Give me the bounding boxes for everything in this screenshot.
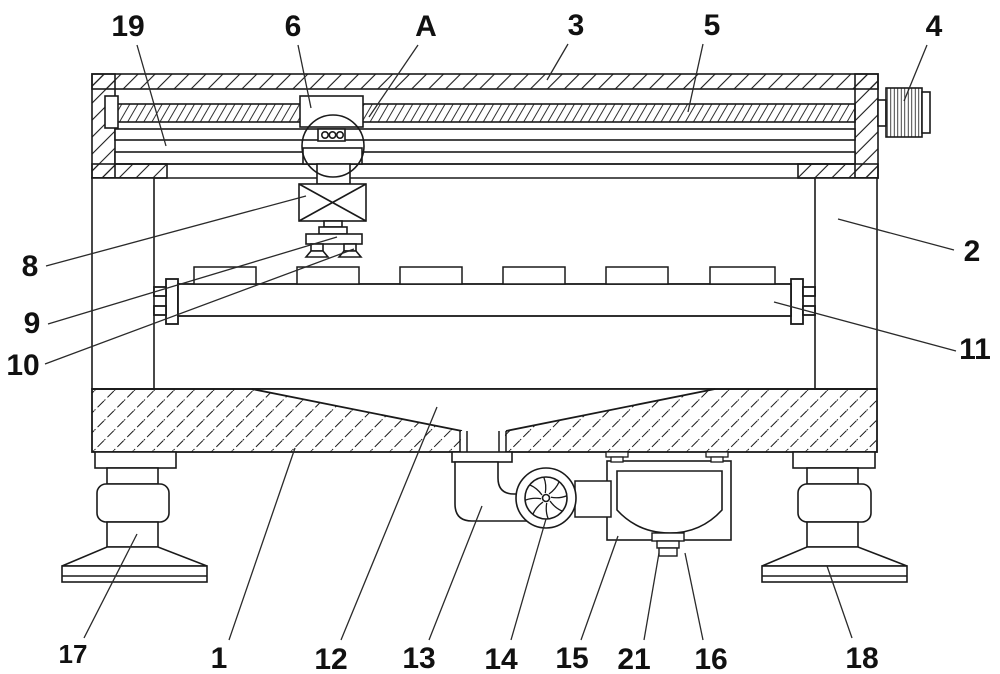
leader-8 <box>45 195 307 267</box>
label-2: 2 <box>964 235 981 268</box>
left-wall <box>91 177 155 390</box>
right-tab-1 <box>802 286 816 297</box>
top-beam <box>91 73 879 90</box>
hand-knob <box>877 87 931 138</box>
gantry-lip-right <box>797 163 879 179</box>
ball-1 <box>320 131 329 140</box>
label-21: 21 <box>617 643 650 674</box>
leader-1 <box>228 447 296 641</box>
fan-duct <box>574 480 612 518</box>
leader-14 <box>510 518 547 641</box>
housing-walls <box>91 177 878 390</box>
label-11: 11 <box>959 333 991 366</box>
discharge-valve <box>651 532 685 557</box>
part-labels: 19 6 A 3 5 4 8 9 10 2 11 17 1 12 13 14 1… <box>6 9 991 674</box>
leader-15 <box>580 535 619 641</box>
slider-assembly <box>298 95 367 258</box>
right-bracket <box>790 278 804 325</box>
leader-21 <box>643 552 660 641</box>
funnel-neck <box>459 431 507 452</box>
leader-10 <box>44 248 355 365</box>
ball-3 <box>335 131 344 140</box>
right-damper <box>797 483 872 523</box>
leader-16 <box>684 552 704 641</box>
left-foot <box>61 451 208 583</box>
leader-6 <box>297 44 312 109</box>
guide-rail-lower <box>114 151 856 165</box>
guide-rail-upper <box>114 128 856 141</box>
leader-13 <box>428 505 483 641</box>
discharge-system <box>451 451 732 557</box>
label-3: 3 <box>568 9 585 42</box>
label-A: A <box>415 10 437 43</box>
nut-flange <box>302 147 363 165</box>
leader-3 <box>546 43 569 81</box>
lead-screw <box>116 103 856 123</box>
leader-19 <box>136 44 167 147</box>
collection-tank <box>616 470 723 534</box>
label-18: 18 <box>845 642 878 674</box>
ball-2 <box>328 131 337 140</box>
label-6: 6 <box>285 10 302 43</box>
leader-5 <box>687 43 704 113</box>
label-9: 9 <box>24 307 41 340</box>
leader-11 <box>773 301 957 352</box>
label-16: 16 <box>694 643 727 674</box>
leader-17 <box>83 533 138 639</box>
gantry-lip-left <box>91 163 168 179</box>
knob-body <box>885 87 923 138</box>
knob-shaft <box>877 99 887 127</box>
funnel-cavity <box>252 389 715 431</box>
funnel-left-slope <box>251 388 463 432</box>
workpieces <box>193 266 776 285</box>
leader-A <box>368 44 419 118</box>
leader-9 <box>47 236 338 325</box>
screw-bearing <box>104 95 119 129</box>
bracket-bolts <box>605 451 729 463</box>
label-8: 8 <box>22 250 39 283</box>
right-wall <box>814 177 878 390</box>
outlet-flange <box>451 451 513 463</box>
fan-blades <box>525 477 567 519</box>
label-13: 13 <box>402 642 435 674</box>
left-damper <box>96 483 170 523</box>
base-hopper <box>91 388 878 453</box>
motor-block <box>298 183 367 222</box>
leader-lines <box>44 43 957 641</box>
fan-hub <box>541 493 551 503</box>
funnel-right-slope <box>505 388 716 432</box>
label-5: 5 <box>704 9 721 42</box>
work-platform <box>153 266 816 325</box>
label-4: 4 <box>926 10 943 43</box>
label-17: 17 <box>59 639 88 669</box>
gantry-right-column <box>854 73 879 179</box>
nozzle-mount <box>305 220 363 245</box>
leader-2 <box>837 218 955 251</box>
leader-12 <box>340 406 438 641</box>
label-15: 15 <box>555 642 588 674</box>
leader-4 <box>903 44 928 102</box>
label-10: 10 <box>6 349 39 382</box>
platform-bar <box>177 283 792 317</box>
right-foot <box>761 451 908 583</box>
right-tab-2 <box>802 305 816 316</box>
label-14: 14 <box>484 643 518 674</box>
left-tab-2 <box>153 305 167 316</box>
knob-cap <box>921 91 931 134</box>
leader-18 <box>826 565 853 639</box>
label-12: 12 <box>314 643 347 674</box>
label-19: 19 <box>111 10 144 43</box>
label-1: 1 <box>211 642 228 674</box>
detail-circle-A <box>301 114 365 178</box>
